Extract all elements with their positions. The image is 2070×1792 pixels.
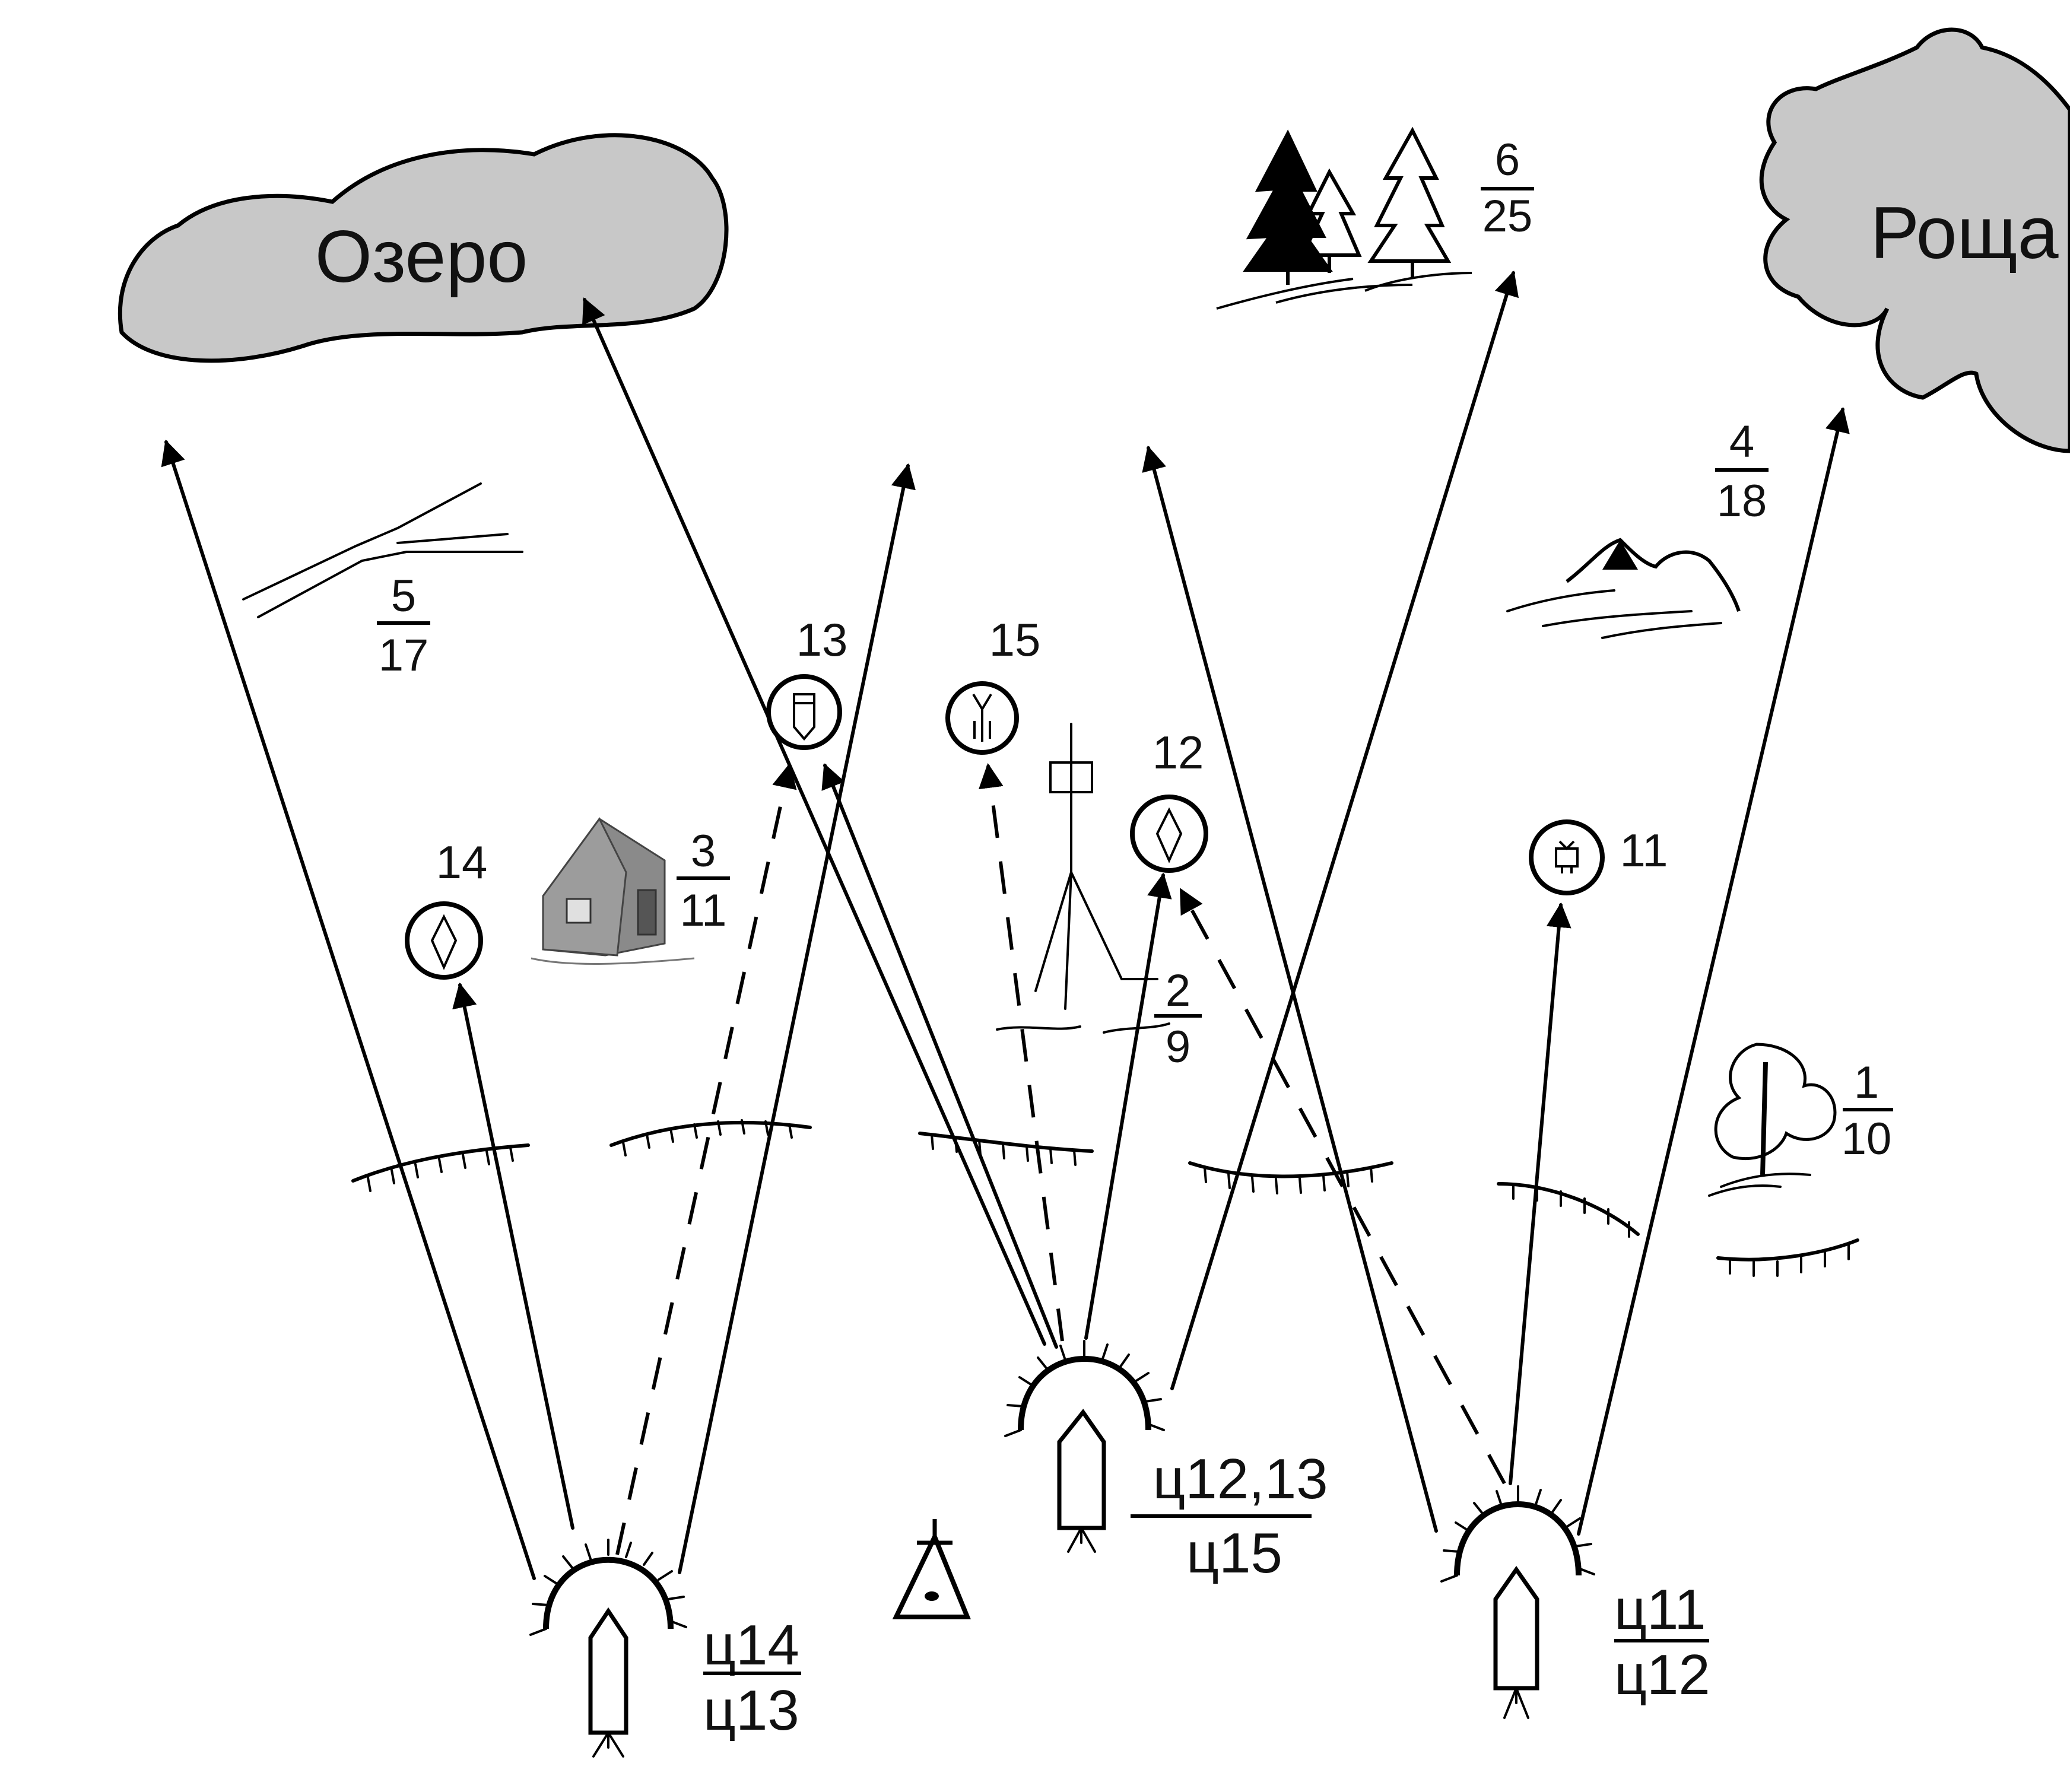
- single-tree-icon: [1708, 1043, 1837, 1197]
- svg-text:2: 2: [1166, 965, 1190, 1016]
- svg-text:ц12,13: ц12,13: [1153, 1447, 1328, 1511]
- road-fork-icon: [242, 482, 523, 618]
- svg-text:ц15: ц15: [1186, 1521, 1282, 1585]
- target-11-label: 11: [1620, 824, 1668, 876]
- position-1-label: ц14 ц13: [703, 1613, 801, 1742]
- trench-line-1: [351, 1143, 530, 1192]
- trench-line-5: [1497, 1182, 1640, 1238]
- vehicle-position-1: [529, 1539, 687, 1758]
- target-13: 13: [766, 614, 848, 750]
- target-15: 15: [945, 614, 1041, 755]
- svg-text:3: 3: [691, 826, 716, 876]
- svg-text:ц11: ц11: [1614, 1578, 1706, 1641]
- tree-fraction: 1 10: [1842, 1057, 1893, 1164]
- lake-label: Озеро: [315, 216, 528, 298]
- svg-text:4: 4: [1729, 417, 1754, 467]
- vehicle-position-2: [1004, 1340, 1165, 1553]
- target-14-label: 14: [436, 836, 488, 888]
- target-12-label: 12: [1153, 726, 1204, 779]
- svg-text:ц14: ц14: [703, 1613, 799, 1677]
- grove-label: Роща: [1870, 192, 2058, 274]
- survey-tower-fraction: 2 9: [1154, 965, 1202, 1072]
- grove-area: Роща: [1759, 27, 2070, 453]
- target-11: 11: [1529, 819, 1668, 895]
- svg-text:25: 25: [1482, 191, 1533, 242]
- target-13-label: 13: [796, 614, 848, 666]
- fir-trees-icon: [1216, 126, 1472, 310]
- svg-text:9: 9: [1166, 1022, 1190, 1072]
- target-15-label: 15: [989, 614, 1041, 666]
- target-12: 12: [1130, 726, 1208, 873]
- target-14: 14: [405, 836, 488, 980]
- svg-text:11: 11: [680, 885, 727, 936]
- svg-text:18: 18: [1717, 476, 1767, 526]
- svg-text:1: 1: [1854, 1057, 1879, 1108]
- trench-line-3: [918, 1132, 1094, 1166]
- vehicle-position-3: [1440, 1485, 1595, 1719]
- trench-line-2: [609, 1119, 812, 1156]
- house-icon: [531, 817, 695, 965]
- rocks-icon: [1506, 538, 1741, 639]
- svg-text:ц12: ц12: [1614, 1643, 1710, 1707]
- svg-text:ц13: ц13: [703, 1679, 799, 1742]
- position-2-label: ц12,13 ц15: [1131, 1447, 1328, 1585]
- svg-text:5: 5: [391, 571, 416, 621]
- sector-lines: [161, 270, 1850, 1580]
- svg-text:17: 17: [379, 630, 429, 681]
- svg-text:10: 10: [1842, 1114, 1892, 1164]
- rocks-fraction: 4 18: [1715, 417, 1769, 526]
- trench-line-4: [1188, 1161, 1393, 1194]
- fir-trees-fraction: 6 25: [1481, 135, 1534, 242]
- road-fork-fraction: 5 17: [377, 571, 430, 681]
- trench-line-6: [1716, 1238, 1859, 1277]
- svg-text:6: 6: [1495, 135, 1520, 185]
- house-fraction: 3 11: [677, 826, 730, 936]
- position-3-label: ц11 ц12: [1614, 1578, 1710, 1707]
- lake-area: Озеро: [118, 133, 729, 363]
- observation-point-icon: [892, 1519, 971, 1619]
